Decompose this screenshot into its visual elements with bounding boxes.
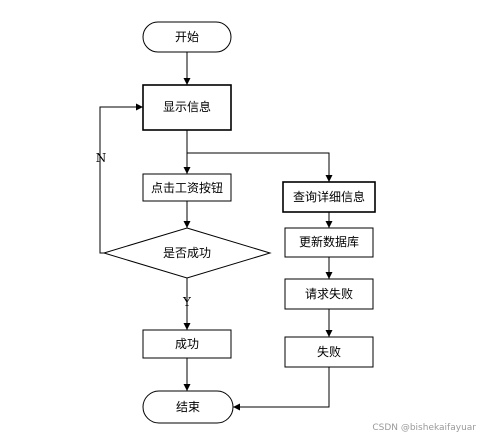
yes-branch-label: Y bbox=[182, 295, 192, 309]
show-info-node bbox=[142, 84, 232, 131]
arrow-show-to-query bbox=[187, 152, 333, 182]
arrow-fail-to-end bbox=[233, 367, 330, 411]
click-button-node bbox=[142, 173, 232, 202]
show-info-label: 显示信息 bbox=[163, 99, 211, 114]
start-label: 开始 bbox=[175, 30, 199, 44]
success-label: 成功 bbox=[175, 337, 199, 351]
click-button-label: 点击工资按钮 bbox=[151, 180, 223, 195]
success-node bbox=[142, 329, 232, 359]
end-label: 结束 bbox=[176, 400, 200, 414]
request-fail-label: 请求失败 bbox=[305, 286, 353, 301]
query-detail-label: 查询详细信息 bbox=[293, 189, 365, 204]
start-node bbox=[142, 21, 232, 53]
decision-node bbox=[102, 227, 272, 279]
end-node bbox=[142, 390, 234, 424]
arrow-no-loop bbox=[99, 103, 143, 254]
decision-label: 是否成功 bbox=[163, 246, 211, 260]
update-db-label: 更新数据库 bbox=[299, 234, 359, 249]
query-detail-node bbox=[282, 181, 376, 213]
request-fail-node bbox=[284, 278, 374, 310]
update-db-node bbox=[284, 227, 374, 258]
fail-label: 失败 bbox=[317, 344, 341, 359]
watermark-text: CSDN @bishekaifayuar bbox=[372, 423, 476, 433]
no-branch-label: N bbox=[96, 151, 107, 165]
fail-node bbox=[284, 336, 374, 368]
